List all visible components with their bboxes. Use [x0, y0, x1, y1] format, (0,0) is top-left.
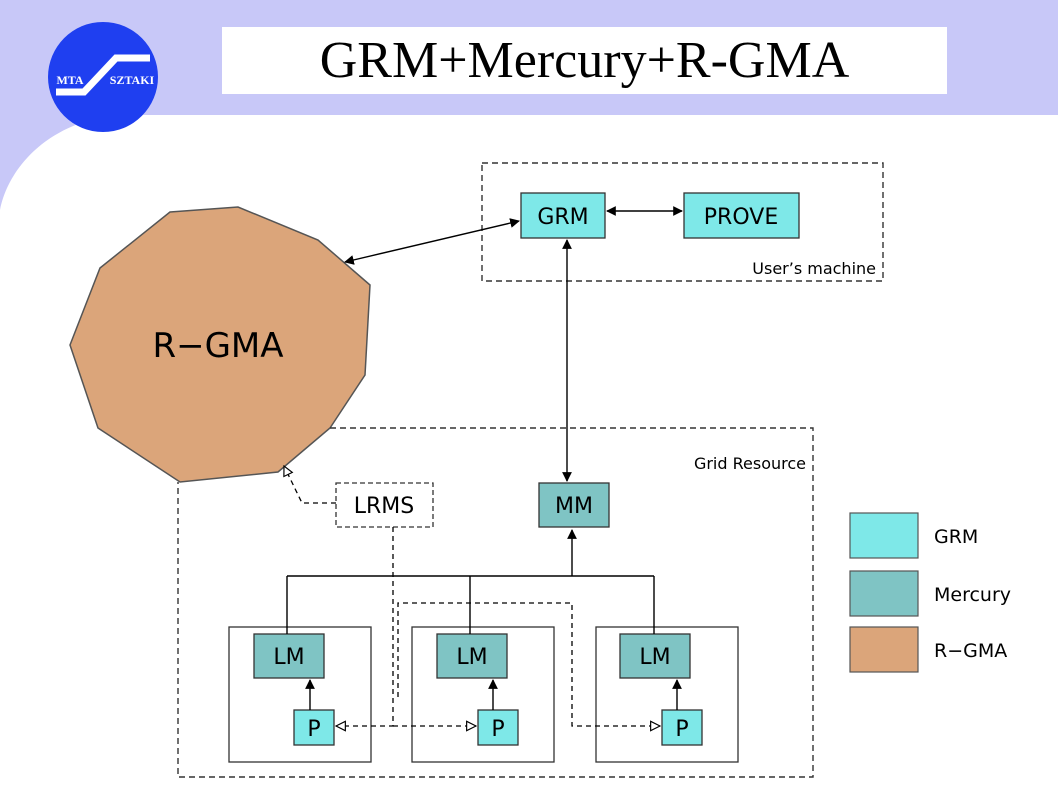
- grid-resource-box: [177, 427, 814, 778]
- users-machine-label: User’s machine: [752, 259, 876, 278]
- p-label-3: P: [675, 717, 688, 742]
- legend-label-mercury: Mercury: [934, 584, 1011, 606]
- p-label-1: P: [307, 717, 320, 742]
- rgma-label: R−GMA: [152, 326, 283, 366]
- lm-label-1: LM: [273, 645, 304, 670]
- lm-node-3: LM: [619, 633, 691, 679]
- rgma-shape: [69, 206, 371, 483]
- p-node-3: P: [661, 709, 703, 746]
- lm-label-2: LM: [456, 645, 487, 670]
- p-node-1: P: [293, 709, 335, 746]
- mta-sztaki-logo: MTA SZTAKI: [48, 22, 158, 132]
- legend-item-rgma: R−GMA: [849, 626, 1007, 673]
- connectors: [286, 206, 683, 710]
- grm-node: GRM: [520, 192, 606, 239]
- logo-left-text: MTA: [56, 73, 83, 87]
- logo-right-text: SZTAKI: [110, 73, 155, 87]
- rgma-grm-arrow: [344, 218, 520, 265]
- grm-label: GRM: [537, 205, 588, 230]
- p-label-2: P: [491, 717, 504, 742]
- lm-node-2: LM: [436, 633, 508, 679]
- users-machine-box: [481, 162, 884, 282]
- grid-resource-label: Grid Resource: [694, 454, 806, 473]
- dashed-connectors: [284, 466, 660, 726]
- mm-node: MM: [538, 482, 610, 528]
- lm-node-1: LM: [253, 633, 325, 679]
- legend-label-rgma: R−GMA: [934, 640, 1007, 662]
- prove-label: PROVE: [704, 205, 778, 230]
- lm-label-3: LM: [639, 645, 670, 670]
- page-title: GRM+Mercury+R-GMA: [319, 31, 850, 89]
- legend-label-grm: GRM: [934, 526, 978, 548]
- prove-node: PROVE: [683, 192, 800, 239]
- p-node-2: P: [477, 709, 519, 746]
- lrms-label: LRMS: [354, 494, 415, 519]
- legend-item-grm: GRM: [849, 512, 978, 559]
- legend-item-mercury: Mercury: [849, 570, 1011, 617]
- lrms-node: LRMS: [335, 482, 434, 528]
- title-box: GRM+Mercury+R-GMA: [222, 27, 947, 94]
- mm-label: MM: [555, 494, 593, 519]
- lrms-rgma-arrow: [284, 466, 336, 504]
- legend: GRM Mercury R−GMA: [849, 512, 1011, 673]
